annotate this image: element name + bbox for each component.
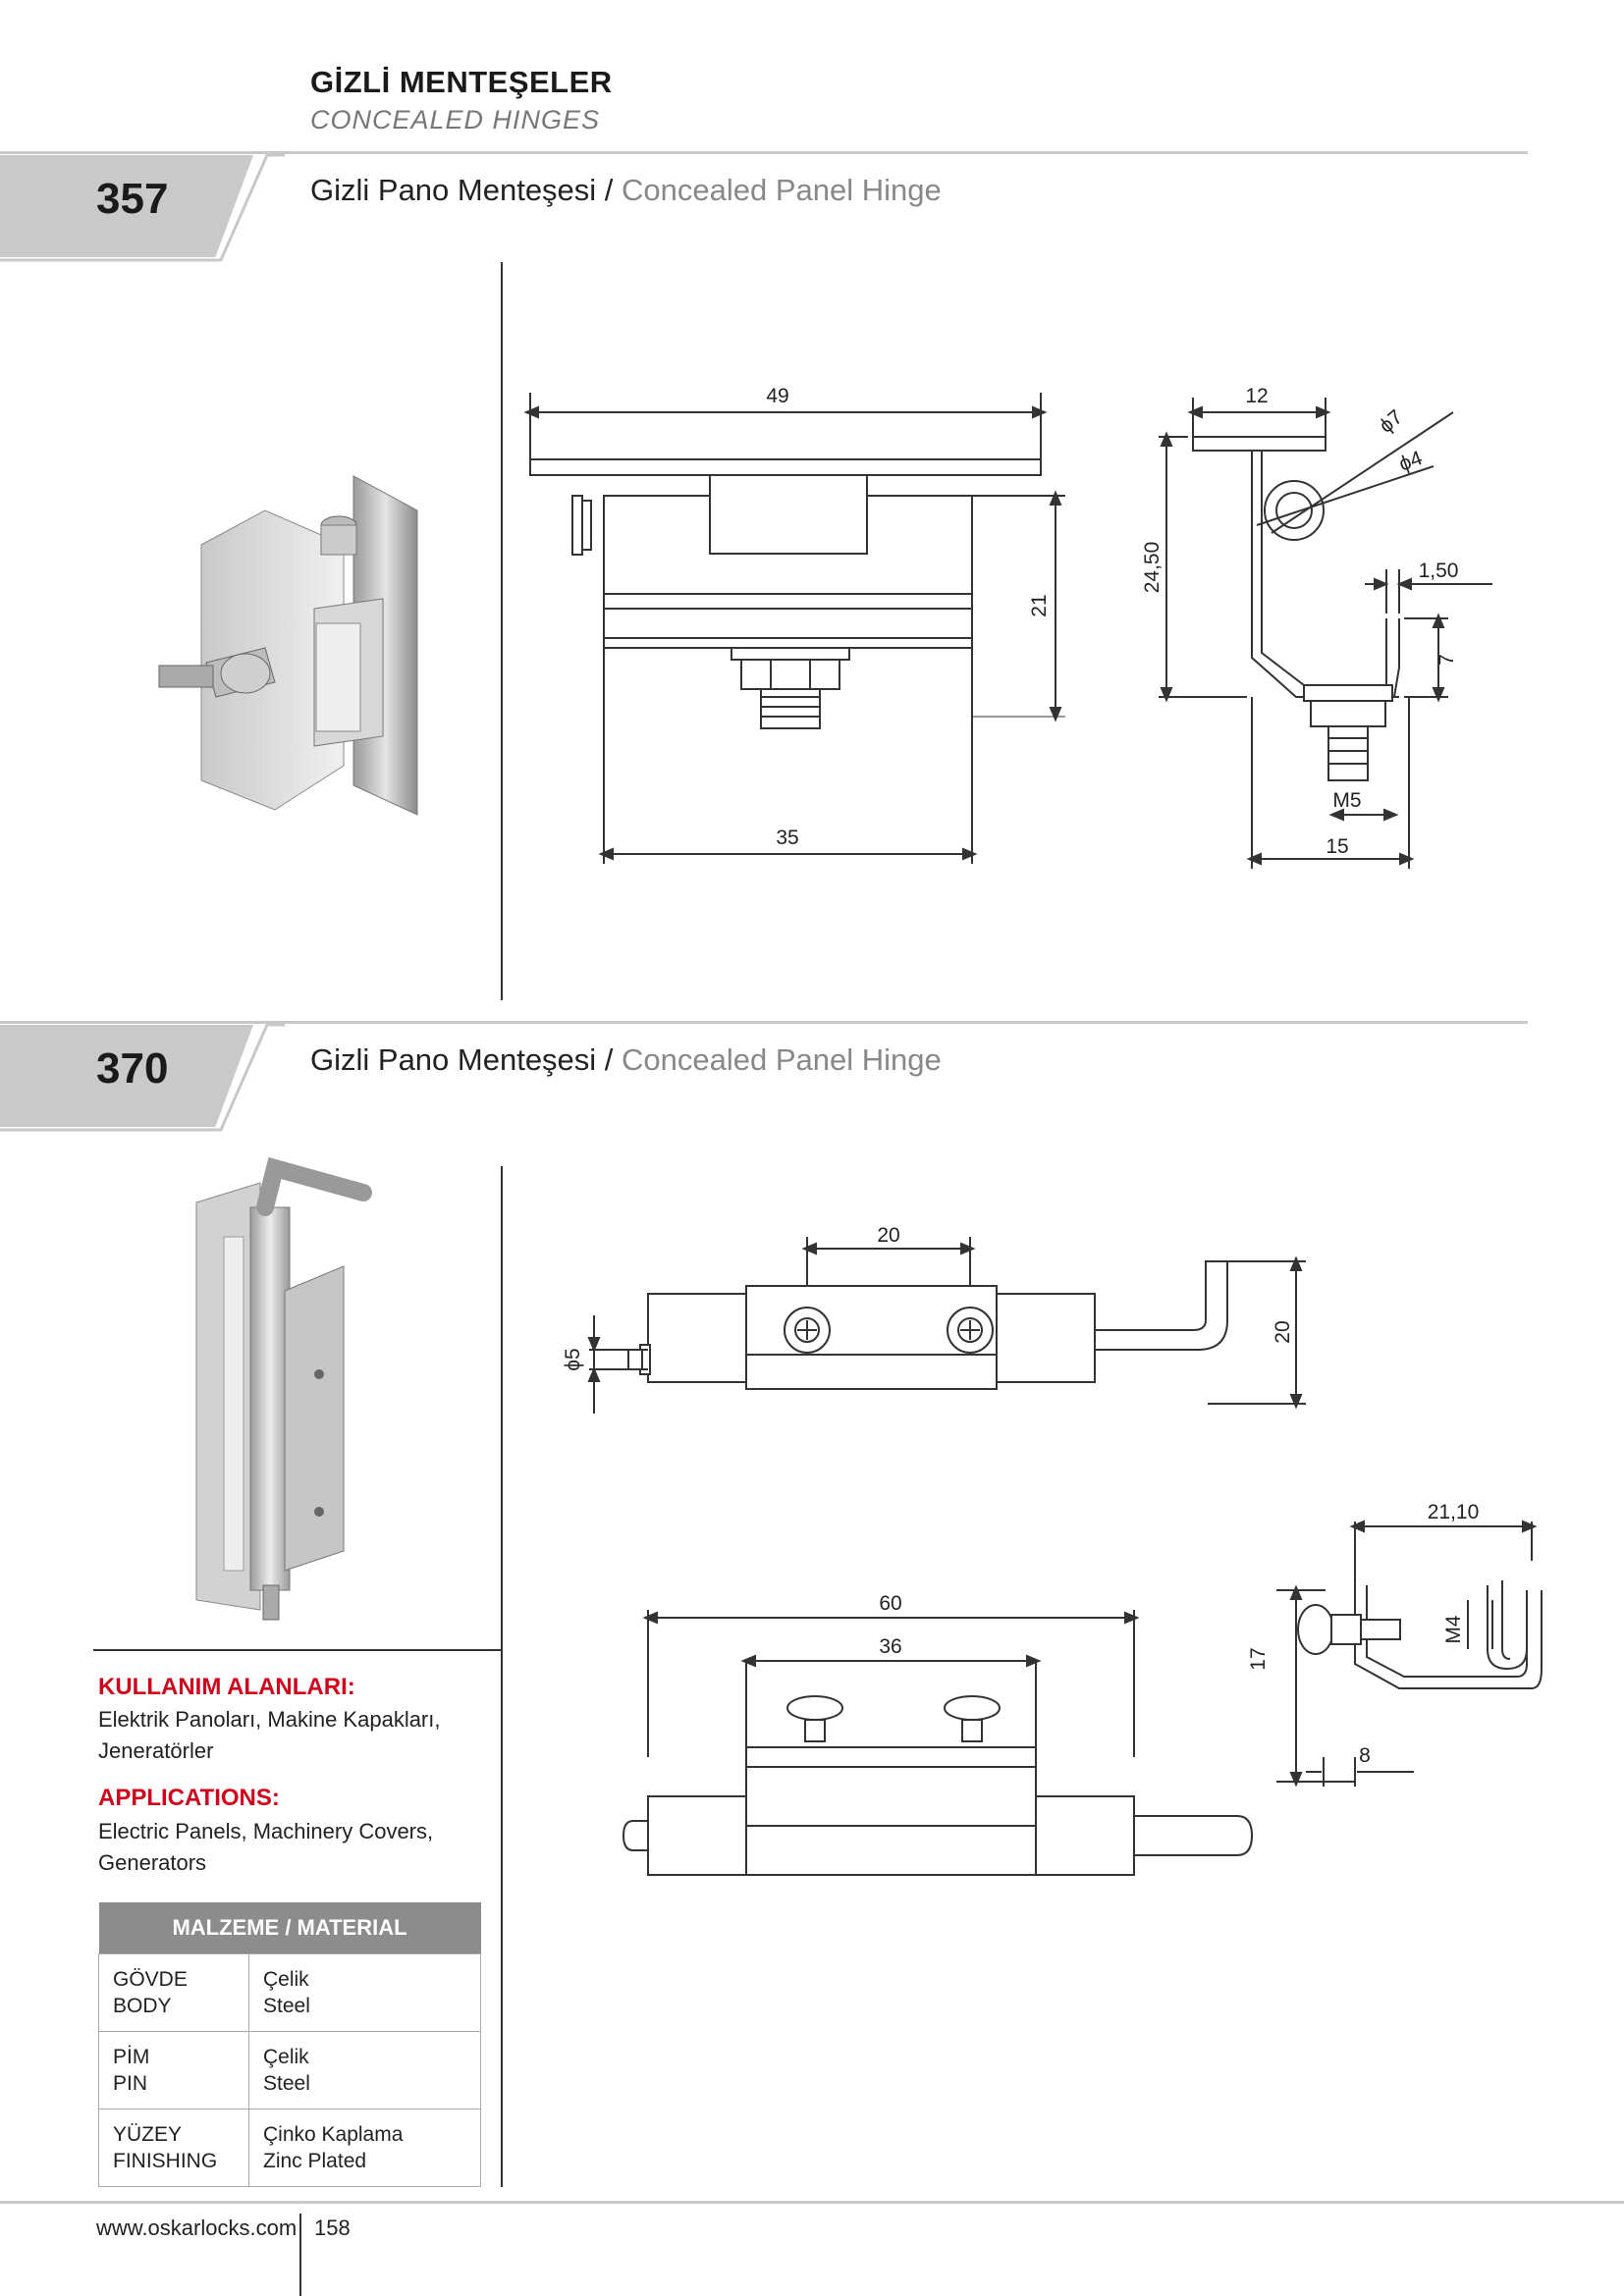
- code-box-outline: [0, 153, 285, 262]
- usage-text-en: Electric Panels, Machinery Covers, Gener…: [98, 1819, 434, 1875]
- info-divider: [93, 1649, 503, 1651]
- usage-heading-tr: KULLANIM ALANLARI:: [98, 1674, 355, 1700]
- dim-12: 12: [1245, 385, 1268, 407]
- product-code: 370: [96, 1044, 169, 1093]
- hinge-370-photo: [195, 1156, 372, 1621]
- hinge-357-photo: [158, 475, 418, 816]
- section-divider: [0, 151, 1528, 154]
- dim-17: 17: [1247, 1647, 1270, 1670]
- product-name-en: Concealed Panel Hinge: [622, 1042, 942, 1077]
- dim-1-50: 1,50: [1419, 560, 1459, 582]
- column-divider: [501, 262, 503, 1000]
- product-code: 357: [96, 175, 169, 223]
- dim-15: 15: [1326, 835, 1348, 858]
- dim-phi5: ϕ5: [562, 1348, 584, 1370]
- product-name-tr: Gizli Pano Menteşesi: [310, 173, 597, 207]
- dim-49: 49: [766, 385, 788, 407]
- footer-separator: [299, 2214, 301, 2296]
- dim-60: 60: [879, 1592, 901, 1615]
- catalog-title-tr: GİZLİ MENTEŞELER: [310, 65, 613, 99]
- dim-36: 36: [879, 1635, 901, 1658]
- product-name-tr: Gizli Pano Menteşesi: [310, 1042, 597, 1077]
- usage-text-tr: Elektrik Panoları, Makine Kapakları, Jen…: [98, 1707, 441, 1763]
- dim-M5: M5: [1332, 789, 1361, 812]
- hinge-357-front-drawing: 49 21 35: [523, 385, 1065, 864]
- hinge-357-side-drawing: 12 ϕ7 ϕ4 1,50 24,50 7 M5 15: [1141, 385, 1492, 869]
- dim-phi7: ϕ7: [1375, 405, 1407, 438]
- product-code-box: [0, 155, 253, 257]
- dim-7: 7: [1435, 654, 1458, 666]
- dim-21-10: 21,10: [1428, 1501, 1480, 1523]
- dim-8: 8: [1359, 1744, 1371, 1767]
- dim-phi4: ϕ4: [1396, 447, 1426, 476]
- code-box-outline: [0, 1023, 285, 1132]
- hinge-370-front-drawing: 60 36: [622, 1592, 1254, 1876]
- dim-20-height: 20: [1272, 1320, 1294, 1343]
- dim-24-50: 24,50: [1141, 542, 1164, 594]
- product-name-en: Concealed Panel Hinge: [622, 173, 942, 207]
- material-table-header: MALZEME / MATERIAL: [98, 1902, 481, 1954]
- dim-21: 21: [1028, 594, 1051, 616]
- dim-35: 35: [776, 827, 798, 849]
- hinge-370-side-drawing: 21,10 M4 17 8: [1247, 1501, 1543, 1787]
- page-number: 158: [314, 2216, 351, 2240]
- section-divider: [0, 1021, 1528, 1024]
- hinge-370-top-drawing: 20 ϕ5 20: [562, 1224, 1306, 1414]
- product-title: Gizli Pano Menteşesi / Concealed Panel H…: [310, 173, 942, 207]
- footer-divider: [0, 2201, 1624, 2204]
- product-title: Gizli Pano Menteşesi / Concealed Panel H…: [310, 1042, 942, 1077]
- product-code-box: [0, 1025, 253, 1127]
- dim-20-screw-spacing: 20: [877, 1224, 899, 1247]
- dim-M4: M4: [1442, 1615, 1465, 1643]
- footer-url[interactable]: www.oskarlocks.com: [96, 2216, 298, 2240]
- catalog-title-en: CONCEALED HINGES: [310, 105, 601, 134]
- column-divider: [501, 1166, 503, 2187]
- usage-heading-en: APPLICATIONS:: [98, 1785, 280, 1811]
